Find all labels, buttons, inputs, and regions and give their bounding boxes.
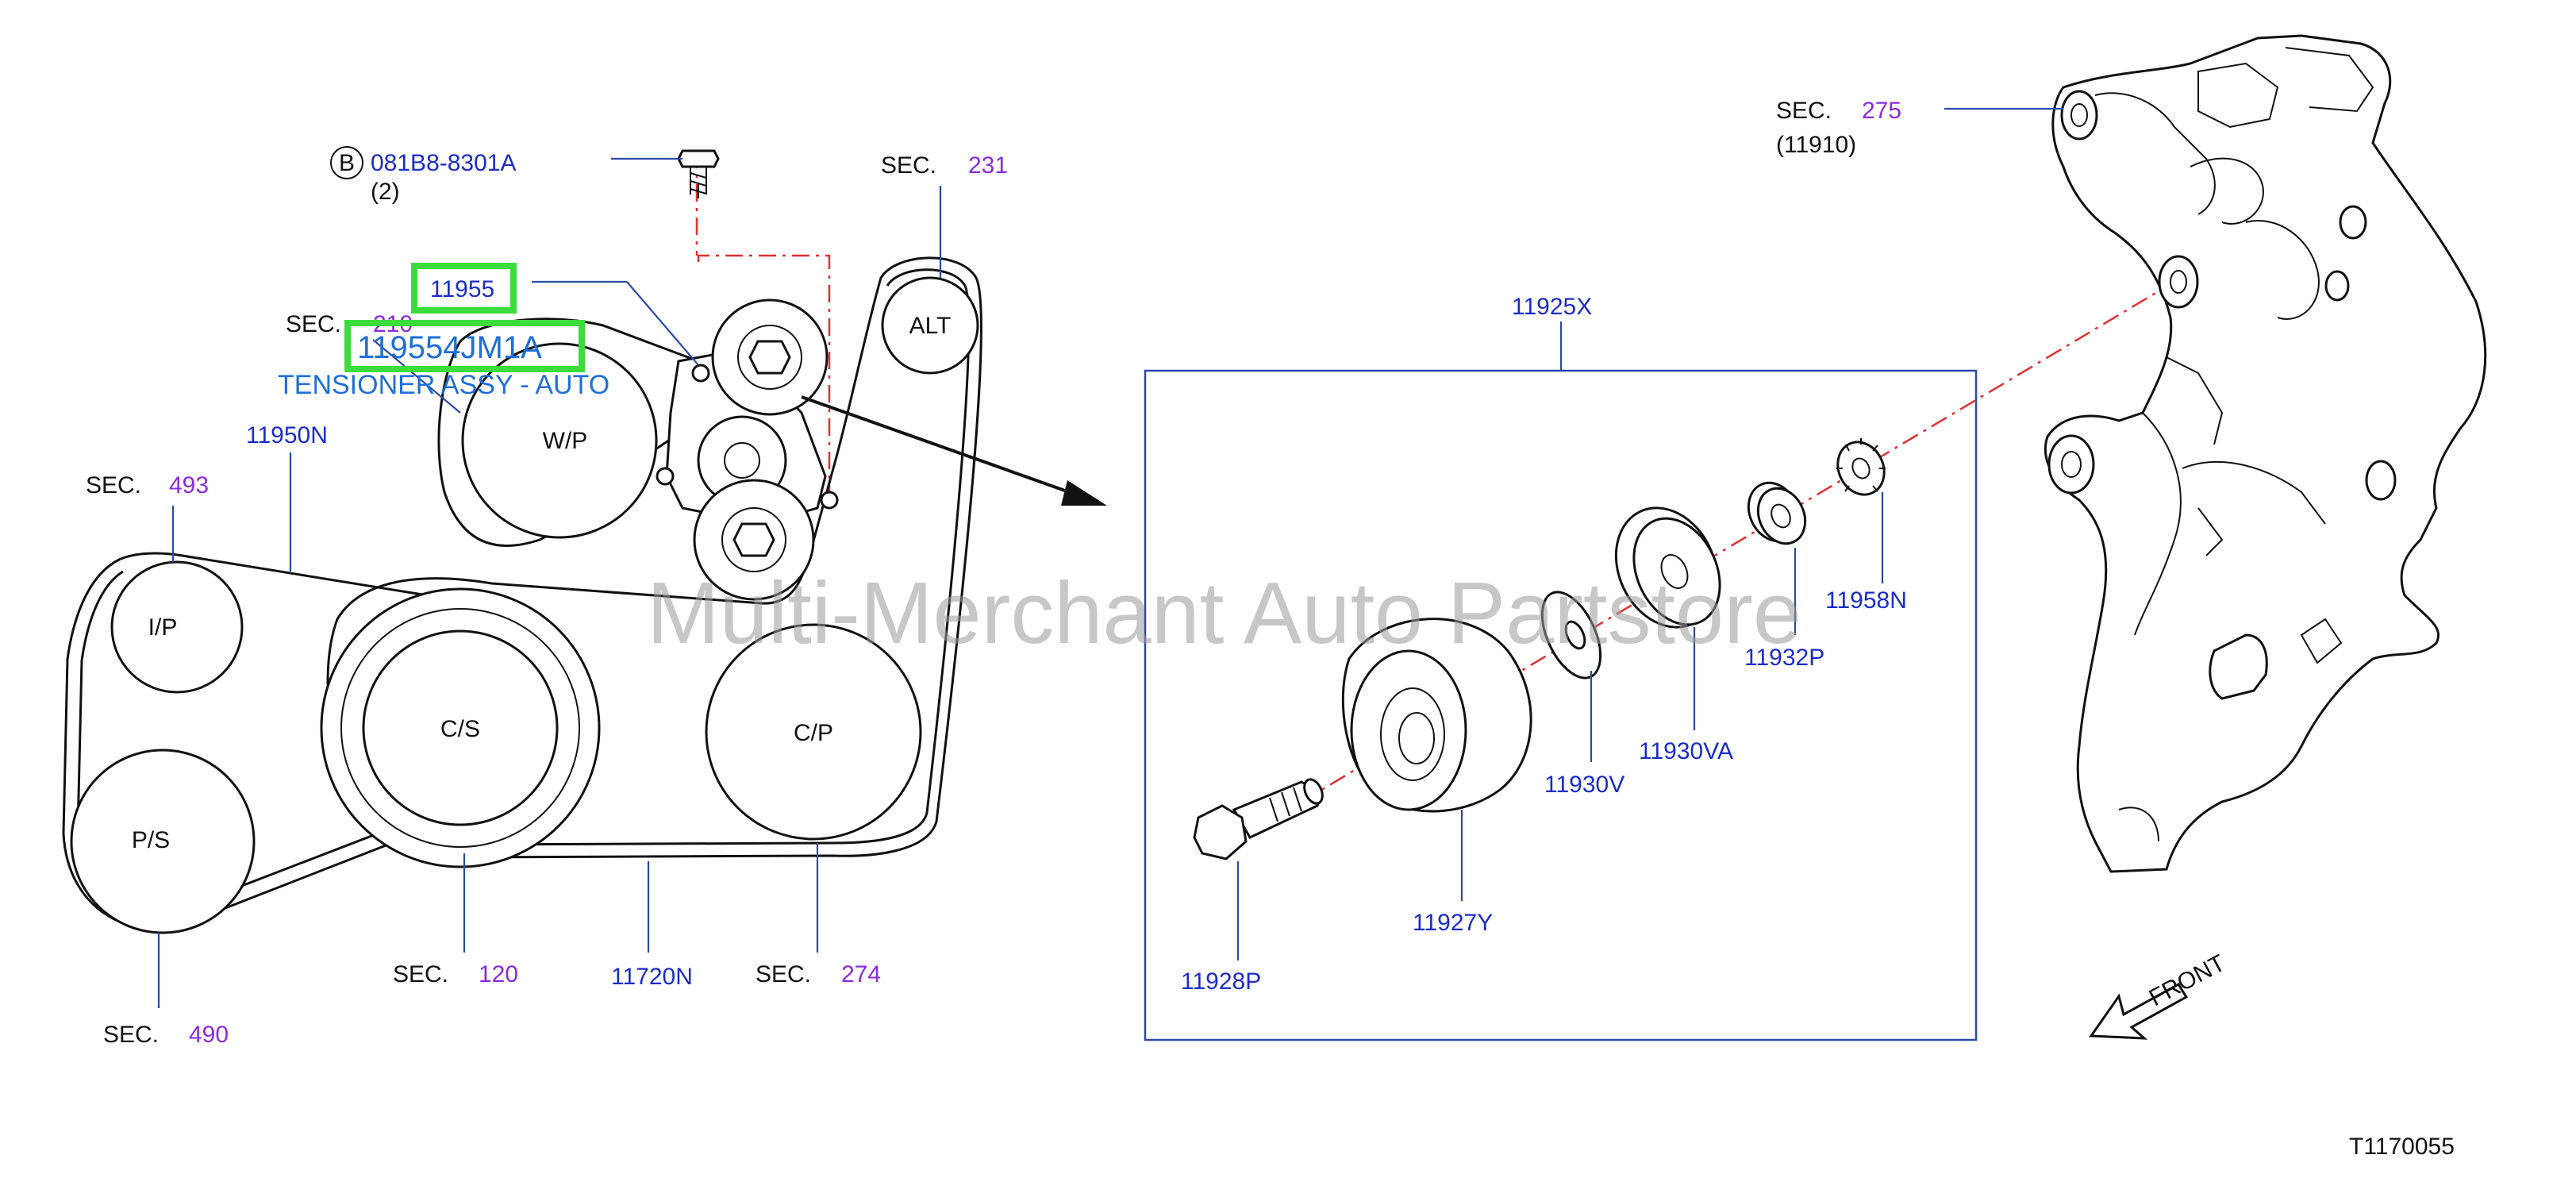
highlight-part-number[interactable]: 119554JM1A (357, 330, 542, 365)
pulley-alt[interactable] (881, 276, 979, 375)
pulley-ip-label: I/P (148, 614, 178, 641)
tensioner-assembly-icon[interactable] (656, 298, 839, 601)
part-11927y[interactable]: 11927Y (1413, 910, 1493, 936)
part-11925x[interactable]: 11925X (1512, 294, 1592, 320)
highlight-box-11955 (411, 263, 517, 314)
idler-pulley-11927y-icon[interactable] (1341, 618, 1532, 813)
sec-210-prefix: SEC. (286, 311, 341, 337)
part-11720n[interactable]: 11720N (611, 964, 693, 990)
sec-120-prefix: SEC. (393, 961, 448, 987)
washer-11930v-icon[interactable] (1530, 583, 1612, 687)
bolt-quantity: (2) (371, 179, 400, 205)
part-11932p[interactable]: 11932P (1744, 645, 1824, 671)
part-11958n[interactable]: 11958N (1825, 587, 1907, 614)
engine-bracket-icon[interactable] (2043, 34, 2487, 873)
pulley-cs-label: C/S (440, 716, 480, 742)
front-label: FRONT (2145, 950, 2230, 1012)
bolt-symbol: B (339, 150, 355, 176)
highlight-part-description: TENSIONER ASSY - AUTO (278, 370, 609, 400)
spacer-11930va-icon[interactable] (1598, 491, 1736, 644)
idler-detail-view: 11925X (1144, 280, 2175, 1041)
bolt-11928p-icon[interactable] (1193, 776, 1326, 860)
pulley-wp-label: W/P (543, 428, 588, 454)
tensioner-centerline (697, 254, 831, 496)
part-11930va[interactable]: 11930VA (1639, 738, 1733, 764)
figure-id: T1170055 (2349, 1134, 2455, 1160)
sec-275-number[interactable]: 275 (1862, 98, 1901, 124)
sec-493-prefix: SEC. (86, 472, 141, 499)
bolt-callout: B 081B8-8301A (2) (330, 146, 517, 205)
front-arrow-icon (2089, 983, 2189, 1040)
collar-11932p-icon[interactable] (1740, 475, 1814, 552)
pulley-ps-label: P/S (132, 827, 170, 853)
watermark: Multi-Merchant Auto Partstore (647, 564, 1801, 662)
sec-231-number[interactable]: 231 (968, 152, 1008, 179)
sec-490-prefix: SEC. (103, 1022, 159, 1048)
belt-routing-view: ALT W/P I/P C/S P/S C/P (62, 146, 1107, 1048)
pulley-cs[interactable] (320, 587, 601, 868)
part-11910[interactable]: (11910) (1776, 132, 1856, 158)
pulley-ps[interactable] (70, 749, 256, 934)
part-11955[interactable]: 11955 (430, 276, 494, 302)
lock-washer-11958n-icon[interactable] (1829, 434, 1892, 502)
sec-490-number[interactable]: 490 (189, 1022, 229, 1048)
part-11928p[interactable]: 11928P (1181, 968, 1261, 995)
sec-274-prefix: SEC. (755, 961, 811, 987)
sec-275-prefix: SEC. (1776, 98, 1832, 124)
detail-arrow (801, 395, 1088, 500)
part-11950n[interactable]: 11950N (246, 422, 328, 448)
pulley-ip[interactable] (110, 560, 244, 694)
highlight-box-119554jm1a (344, 320, 585, 372)
pulley-alt-label: ALT (909, 313, 952, 339)
part-11930v[interactable]: 11930V (1544, 772, 1624, 798)
pulley-cp[interactable] (705, 623, 922, 841)
bolt-part-number[interactable]: 081B8-8301A (371, 150, 517, 176)
arrowhead-icon (1061, 480, 1107, 506)
sec-231-prefix: SEC. (881, 152, 936, 179)
sec-274-number[interactable]: 274 (841, 961, 881, 987)
sec-493-number[interactable]: 493 (169, 472, 209, 499)
bolt-b-icon[interactable] (677, 149, 720, 198)
pulley-wp[interactable] (461, 342, 658, 539)
pulley-cp-label: C/P (794, 720, 833, 746)
sec-120-number[interactable]: 120 (479, 961, 518, 987)
